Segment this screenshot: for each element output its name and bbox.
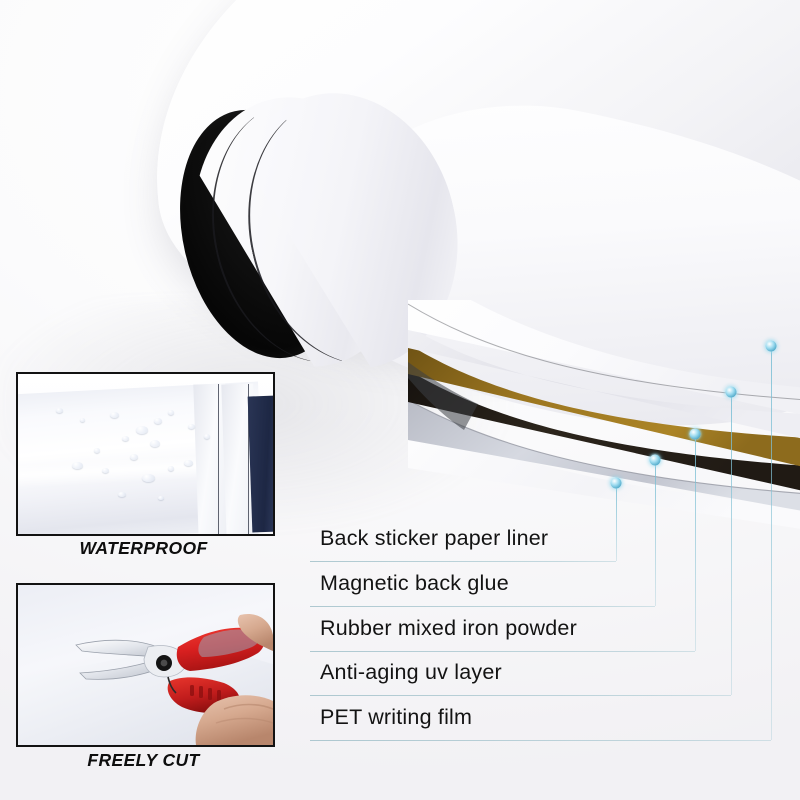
callout-rule-4 xyxy=(310,695,731,696)
inset-panel-freely-cut xyxy=(16,583,275,747)
water-bead xyxy=(130,454,138,460)
water-bead xyxy=(150,440,160,447)
inset-caption-freely-cut: FREELY CUT xyxy=(87,750,200,770)
callout-dot-1 xyxy=(610,477,622,489)
water-bead xyxy=(80,418,85,422)
callout-leader-line-4 xyxy=(731,392,732,695)
scissors-and-hand-svg xyxy=(75,613,273,745)
water-bead xyxy=(168,410,174,415)
inset-panel-waterproof xyxy=(16,372,275,536)
water-bead xyxy=(94,448,100,453)
waterproof-photo xyxy=(18,374,273,534)
layer-stack-svg xyxy=(407,260,800,529)
roll-inner-navy-core xyxy=(247,395,273,533)
callout-rule-3 xyxy=(310,651,695,652)
water-bead xyxy=(122,436,129,441)
callout-label-3: Rubber mixed iron powder xyxy=(320,616,577,640)
callout-rule-5 xyxy=(310,740,771,741)
callout-label-2: Magnetic back glue xyxy=(320,571,509,595)
water-bead xyxy=(168,466,174,471)
freely-cut-photo xyxy=(18,585,273,745)
callout-label-4: Anti-aging uv layer xyxy=(320,660,502,684)
water-bead xyxy=(154,418,162,424)
callout-dot-4 xyxy=(725,386,737,398)
callout-dot-3 xyxy=(689,428,701,440)
layer-stack-edge xyxy=(407,260,800,530)
water-bead xyxy=(204,434,210,439)
inset-caption-waterproof: WATERPROOF xyxy=(79,538,208,558)
callout-rule-1 xyxy=(310,561,616,562)
water-bead xyxy=(102,468,109,473)
callout-label-1: Back sticker paper liner xyxy=(320,526,549,550)
water-bead xyxy=(188,424,195,429)
water-bead xyxy=(158,496,164,500)
water-bead xyxy=(142,474,155,482)
callout-leader-line-5 xyxy=(771,346,772,740)
callout-label-5: PET writing film xyxy=(320,705,473,729)
water-bead xyxy=(72,462,83,469)
callout-leader-line-1 xyxy=(616,483,617,561)
water-bead xyxy=(184,460,193,466)
callout-dot-5 xyxy=(765,340,777,352)
water-bead xyxy=(110,412,119,418)
callout-rule-2 xyxy=(310,606,655,607)
callout-leader-line-2 xyxy=(655,460,656,606)
callout-leader-line-3 xyxy=(695,434,696,651)
water-bead xyxy=(56,408,63,413)
callout-dot-2 xyxy=(649,454,661,466)
sheet-curl-seam-2 xyxy=(248,384,249,534)
sheet-curl-seam-1 xyxy=(218,384,219,534)
water-bead xyxy=(136,426,148,434)
water-bead xyxy=(118,492,126,497)
